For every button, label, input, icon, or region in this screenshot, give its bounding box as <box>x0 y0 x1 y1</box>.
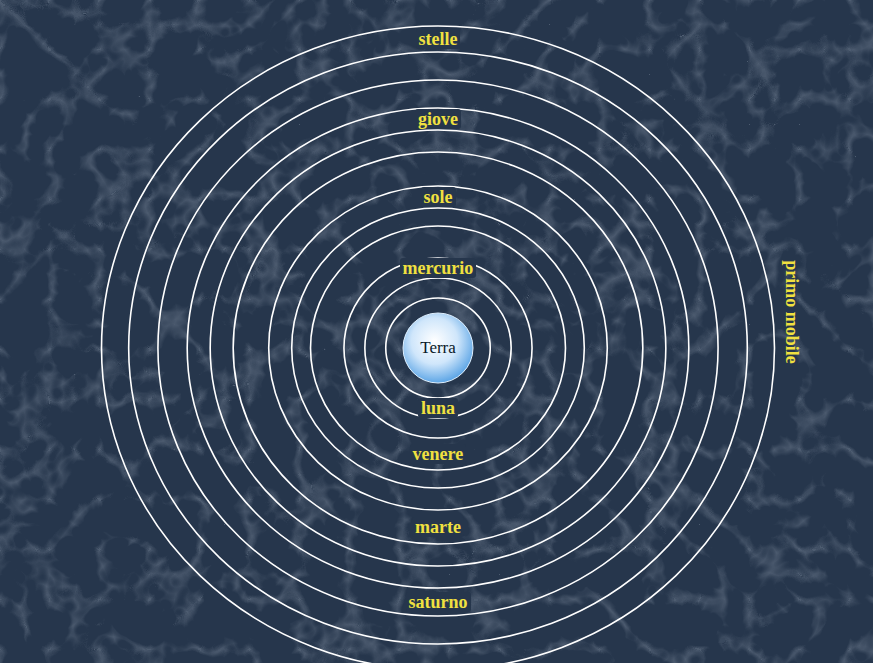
earth-circle: Terra <box>402 312 474 384</box>
earth-disc <box>403 313 473 383</box>
sphere-ring <box>187 108 689 588</box>
sphere-rings <box>102 26 775 663</box>
sun-sphere-label: sole <box>421 187 456 207</box>
sphere-ring <box>365 278 511 418</box>
stars-sphere-label: stelle <box>416 29 461 49</box>
sphere-ring <box>269 186 608 510</box>
moon-sphere-label: luna <box>418 398 458 418</box>
sphere-ring <box>292 208 585 488</box>
sphere-ring <box>129 52 748 644</box>
sphere-ring <box>158 80 718 616</box>
earth-label: Terra <box>402 312 474 384</box>
sphere-ring <box>210 130 666 566</box>
sphere-ring <box>386 298 491 398</box>
sphere-ring <box>311 226 566 470</box>
venus-sphere-label: venere <box>410 444 467 464</box>
primum-mobile-label: primo mobile <box>782 257 802 367</box>
sphere-ring <box>102 26 775 663</box>
mercury-sphere-label: mercurio <box>400 258 477 278</box>
sphere-ring <box>233 152 643 544</box>
saturn-sphere-label: saturno <box>406 592 471 612</box>
jupiter-sphere-label: giove <box>415 109 461 129</box>
mars-sphere-label: marte <box>412 517 464 537</box>
sphere-ring <box>344 258 532 438</box>
